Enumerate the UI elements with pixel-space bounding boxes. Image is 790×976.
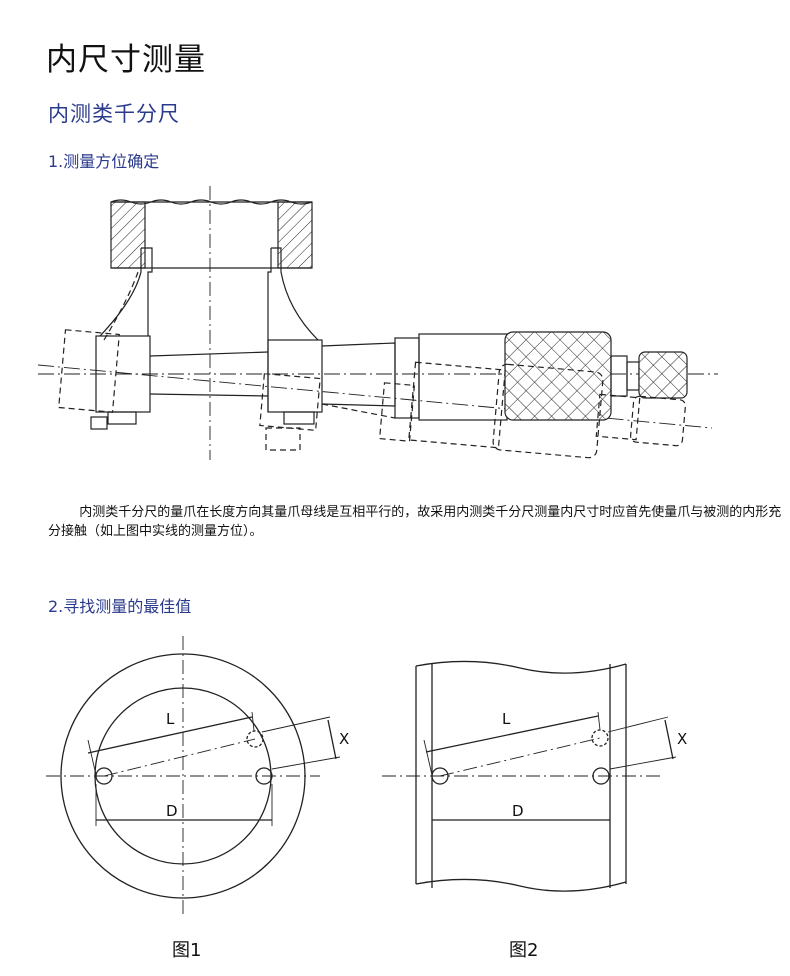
page-title: 内尺寸测量 bbox=[46, 42, 206, 78]
section-title: 内测类千分尺 bbox=[48, 102, 180, 126]
micrometer-dashed bbox=[58, 271, 687, 459]
fig1-label-X: X bbox=[339, 730, 349, 748]
fig2-label-X: X bbox=[677, 730, 687, 748]
fig2-label-L: L bbox=[502, 710, 511, 728]
fig1-label-L: L bbox=[166, 710, 175, 728]
fig1-label-D: D bbox=[166, 802, 178, 820]
step2-heading: 2.寻找测量的最佳值 bbox=[48, 597, 192, 616]
figure2-caption: 图2 bbox=[509, 940, 539, 961]
micrometer-diagram bbox=[37, 186, 718, 460]
step1-paragraph: 内测类千分尺的量爪在长度方向其量爪母线是互相平行的，故采用内测类千分尺测量内尺寸… bbox=[48, 505, 782, 539]
step1-heading: 1.测量方位确定 bbox=[48, 152, 160, 171]
workpiece-bore bbox=[110, 199, 313, 269]
figure1-caption: 图1 bbox=[172, 940, 202, 961]
figure1-diagram: L D X bbox=[46, 636, 349, 914]
figure2-diagram: L D X bbox=[382, 660, 687, 892]
fig2-label-D: D bbox=[512, 802, 524, 820]
micrometer-solid bbox=[90, 247, 688, 430]
